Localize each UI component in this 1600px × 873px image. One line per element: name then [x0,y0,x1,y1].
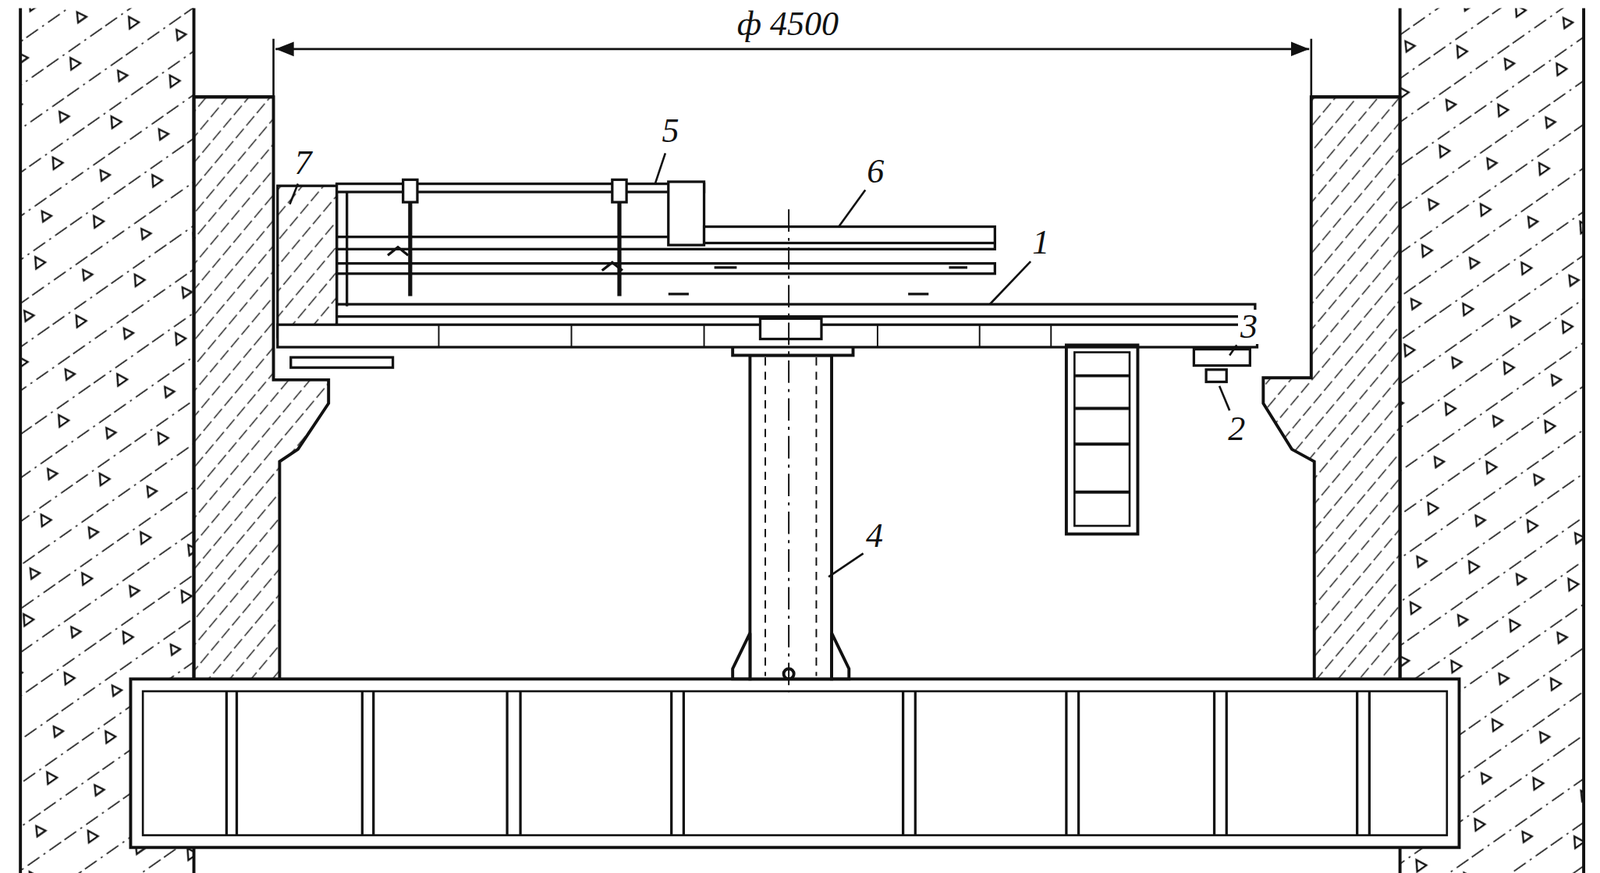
rock-edge [1582,7,1586,873]
ladder-rung [1074,407,1130,411]
leader-line [838,189,866,227]
leader-line [828,553,863,577]
lining-right [1262,96,1400,682]
concrete-lining [194,96,1401,682]
extension-line [272,39,275,98]
ladder-frame [1066,344,1139,534]
rock-mass [20,7,1584,873]
jack-rod [617,202,621,296]
latch-pin [1206,369,1227,383]
column-shaft [749,354,832,679]
column-gusset [732,632,750,679]
column-hidden-line [764,357,767,676]
platform-plate [337,304,1256,317]
top-rail [337,184,705,192]
callout-number: 3 [1238,309,1260,345]
center-line [787,209,790,692]
ladder [1066,344,1139,534]
dimension-line [273,39,1312,98]
ladder-rung [1074,442,1130,446]
leader-lines [289,152,1237,577]
column-hidden-line [815,357,817,676]
girder-outline [130,678,1459,848]
leader-line [655,152,666,184]
leader-line [1219,386,1230,411]
dimension-arrow [275,48,1310,51]
leader-line [989,261,1031,305]
ladder-rung [1074,374,1130,378]
top-beam [704,227,996,244]
callout-number: 1 [1029,225,1052,260]
center-pivot [759,318,821,339]
jack-head [403,179,418,203]
callout-number: 2 [1225,411,1248,447]
callout-number: 6 [864,154,887,189]
leader-line [289,184,298,205]
frame-post [335,184,338,307]
support-column [732,344,853,679]
frame-post [345,184,348,307]
extension-line [1310,39,1313,98]
callout-number: 7 [291,145,314,181]
latch-bracket [1193,349,1250,366]
support-block [277,185,338,338]
ladder-inner [1074,352,1130,526]
frame-rail [337,263,996,274]
girder-web [142,691,1448,836]
callout-number: 5 [659,113,682,149]
lower-beam [290,357,394,368]
ladder-rung [1074,490,1130,494]
deck-joints [438,324,1051,348]
dimension-label: ф 4500 [734,7,841,42]
jack-head [612,179,627,203]
column-gusset [831,632,849,679]
clamp [387,247,623,271]
rock-edge [18,7,22,873]
lining-top [1311,95,1401,99]
bolt-marks [668,267,968,295]
leader-line [1229,344,1237,355]
callout-number: 4 [863,518,886,554]
bottom-girder [130,678,1459,848]
stop-block [668,181,705,245]
lining-top [194,95,274,99]
girder-stiffeners [226,691,1370,836]
jack-rod [407,202,412,296]
